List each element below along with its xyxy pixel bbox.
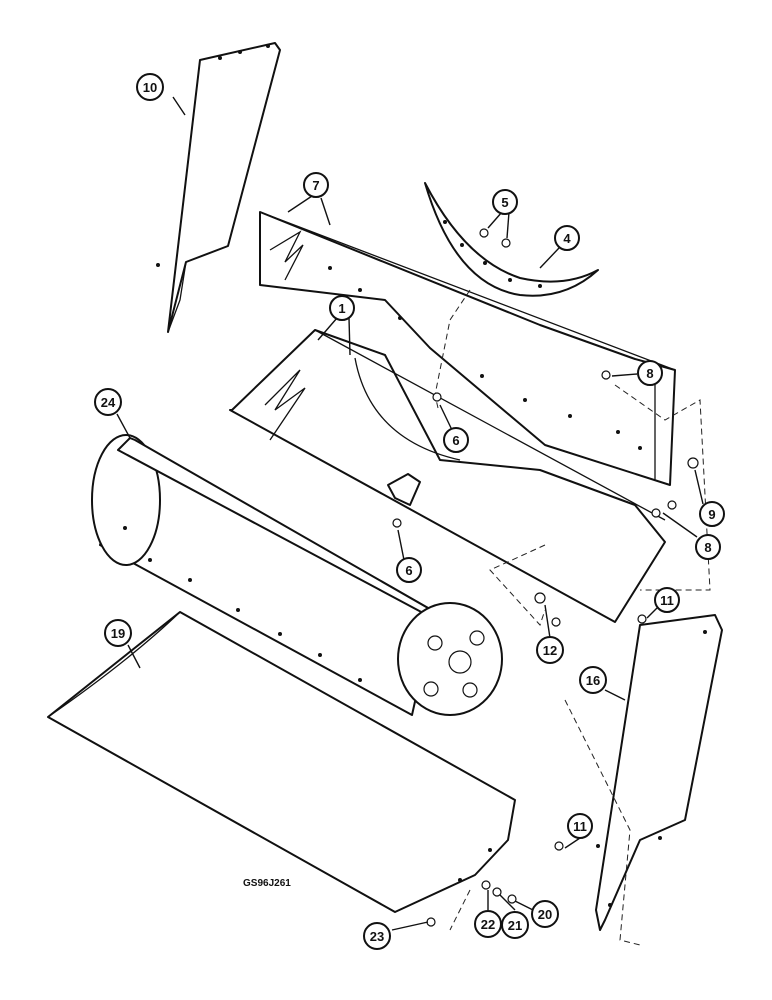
part-19-shield xyxy=(47,611,516,913)
part-24-drum xyxy=(91,434,503,716)
svg-text:1: 1 xyxy=(338,301,345,316)
svg-text:19: 19 xyxy=(111,626,125,641)
part-7-upper-channel xyxy=(259,211,676,486)
svg-text:20: 20 xyxy=(538,907,552,922)
svg-text:8: 8 xyxy=(704,540,711,555)
part-16-side-panel xyxy=(595,614,723,931)
svg-text:9: 9 xyxy=(708,507,715,522)
svg-text:8: 8 xyxy=(646,366,653,381)
svg-text:16: 16 xyxy=(586,673,600,688)
svg-text:6: 6 xyxy=(405,563,412,578)
callout-22: 22 xyxy=(474,910,502,938)
callout-21: 21 xyxy=(501,911,529,939)
callout-6-upper: 6 xyxy=(443,427,469,453)
callout-1: 1 xyxy=(329,295,355,321)
svg-text:10: 10 xyxy=(143,80,157,95)
callout-4: 4 xyxy=(554,225,580,251)
callout-11-lower: 11 xyxy=(567,813,593,839)
svg-text:24: 24 xyxy=(101,395,116,410)
part-4-curved-strip xyxy=(424,182,599,297)
callout-5: 5 xyxy=(492,189,518,215)
svg-text:5: 5 xyxy=(501,195,508,210)
assembly-lines xyxy=(434,289,711,946)
callout-19: 19 xyxy=(104,619,132,647)
svg-text:11: 11 xyxy=(660,593,674,608)
callout-20: 20 xyxy=(531,900,559,928)
hardware xyxy=(392,228,699,927)
leader-lines xyxy=(116,96,704,931)
callout-8-upper: 8 xyxy=(637,360,663,386)
svg-text:11: 11 xyxy=(573,819,587,834)
callout-7: 7 xyxy=(303,172,329,198)
figure-code: GS96J261 xyxy=(243,878,291,889)
svg-text:22: 22 xyxy=(481,917,495,932)
svg-text:7: 7 xyxy=(312,178,319,193)
callout-12: 12 xyxy=(536,636,564,664)
callout-11-upper: 11 xyxy=(654,587,680,613)
svg-text:21: 21 xyxy=(508,918,522,933)
callout-16: 16 xyxy=(579,666,607,694)
svg-text:23: 23 xyxy=(370,929,384,944)
callout-9: 9 xyxy=(699,501,725,527)
callout-8-lower: 8 xyxy=(695,534,721,560)
callout-6-lower: 6 xyxy=(396,557,422,583)
callout-23: 23 xyxy=(363,922,391,950)
callout-24: 24 xyxy=(94,388,122,416)
svg-text:6: 6 xyxy=(452,433,459,448)
svg-text:12: 12 xyxy=(543,643,557,658)
callout-10: 10 xyxy=(136,73,164,101)
part-10-side-panel xyxy=(156,42,281,333)
svg-text:4: 4 xyxy=(563,231,571,246)
